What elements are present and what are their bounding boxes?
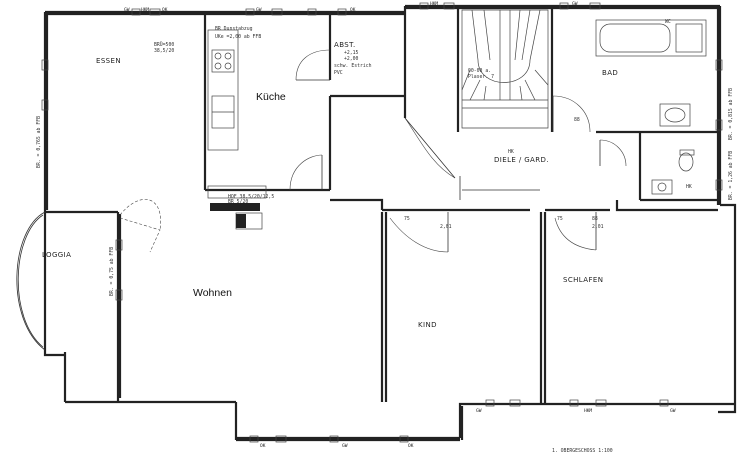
abst-note-4: PVC [334, 70, 343, 76]
window-code-4: GW [256, 7, 262, 13]
bathtub-icon [595, 19, 707, 57]
essen-side-note: BR. = 0,765 ab FFB [36, 116, 42, 168]
abst-note-3: schw. Estrich [334, 63, 372, 69]
window-code-7: GW [572, 1, 578, 7]
chimney-note-2: BR 5/20 [228, 199, 248, 205]
window-code-5: OK [350, 7, 356, 13]
toilet-icon [678, 152, 694, 172]
window-code-6: HKM [430, 1, 438, 7]
loggia-balustrade [16, 211, 46, 351]
room-label-kind: KIND [418, 321, 437, 329]
chimney [207, 185, 267, 230]
room-label-loggia: LOGGIA [42, 251, 71, 259]
bad-window-note: BR. = 0,815 ab FFB [728, 88, 734, 140]
room-label-wohnen: Wohnen [193, 287, 232, 299]
door-width-88: 88 [592, 216, 598, 222]
window-markers [41, 2, 723, 443]
door-height-kind: 2,01 [440, 224, 452, 230]
room-label-diele: DIELE / GARD. [494, 156, 549, 164]
room-label-schlafen: SCHLAFEN [563, 276, 603, 284]
room-label-wc: WC [665, 19, 671, 25]
window-code-12: HKM [584, 408, 592, 414]
kitchen-fixtures [207, 29, 239, 151]
washbasin-icon [659, 103, 691, 127]
door-width-75-schlafen: 75 [557, 216, 563, 222]
room-label-abst: ABST. [334, 41, 356, 49]
room-label-essen: ESSEN [96, 57, 121, 65]
window-code-10: OK [408, 443, 414, 449]
door-height-schlafen: 2,01 [592, 224, 604, 230]
heating-label-bath: HK [686, 184, 692, 190]
bath-fixtures [595, 19, 707, 195]
loggia-side-note: BR. = 0,75 ab FFB [109, 247, 115, 296]
sink-icon [651, 179, 673, 195]
window-code-1: GW [124, 7, 130, 13]
essen-window-note-1: BRÜ=500 [154, 41, 174, 48]
window-code-13: GW [670, 408, 676, 414]
outer-walls [43, 4, 737, 442]
essen-window-note-2: 38,5/20 [154, 48, 174, 54]
window-code-3: OK [162, 7, 168, 13]
window-code-2: HKM [141, 7, 149, 13]
chimney-note: HOF 38,5/20/12,5 [228, 194, 274, 200]
window-code-8: OK [260, 443, 266, 449]
bad-window-note-2: BR. = 1,26 ab FFB [728, 151, 734, 200]
stove-icon [211, 49, 235, 73]
door-width-75-kind: 75 [404, 216, 410, 222]
abst-note-1: +2,15 [344, 50, 359, 56]
abst-note-2: +2,00 [344, 56, 359, 62]
staircase [461, 9, 549, 129]
window-code-11: GW [476, 408, 482, 414]
room-label-bad: BAD [602, 69, 618, 77]
footer-note: 1. OBERGESCHOSS 1:100 [552, 448, 613, 454]
door-width-diele: 88 [574, 117, 580, 123]
heating-label: HK [508, 149, 514, 155]
stair-note-1: 00-00 a. [468, 68, 491, 74]
kitchen-note-1: BR Dunstabzug [215, 26, 253, 32]
window-code-9: GW [342, 443, 348, 449]
interior-walls [203, 6, 718, 405]
kitchen-note-2: UKe =2,00 ab FFB [215, 34, 261, 40]
stair-note-2: Plaser. 7 [468, 74, 494, 80]
door-swings [119, 49, 627, 253]
room-label-kueche: Küche [256, 91, 286, 103]
